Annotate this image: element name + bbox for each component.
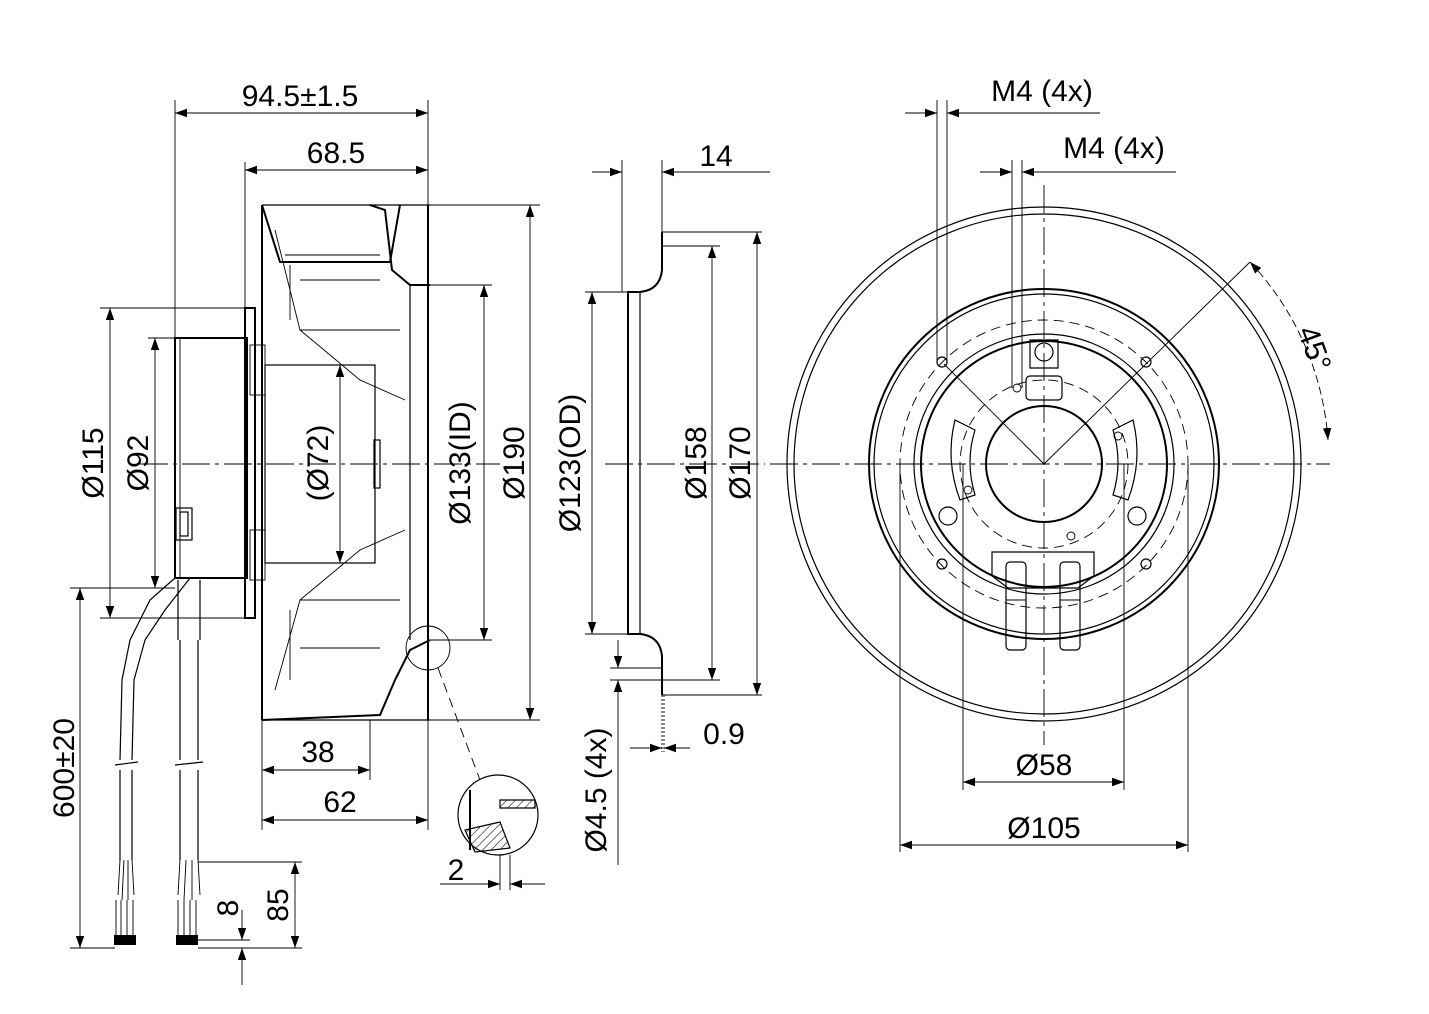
dim-dia-123-od: Ø123(OD) <box>554 394 587 532</box>
extension-lines <box>70 100 540 949</box>
dim-dia-92: Ø92 <box>122 435 155 492</box>
dim-overall-length: 94.5±1.5 <box>242 80 359 113</box>
dim-dia-72: (Ø72) <box>302 425 335 502</box>
dim-strip-85: 85 <box>262 888 295 921</box>
dim-motor-length: 68.5 <box>307 137 365 170</box>
dim-cable-length: 600±20 <box>48 718 81 818</box>
motor-housing <box>174 307 266 619</box>
inlet-ring-view: 14 Ø123(OD) Ø158 Ø170 0.9 Ø4.5 (4x) <box>554 140 770 865</box>
dim-dia-158: Ø158 <box>680 426 713 499</box>
ring-dimension-lines <box>587 167 770 865</box>
dim-thickness-14: 14 <box>699 140 732 173</box>
front-extension-lines <box>899 100 1189 852</box>
dim-dia-170: Ø170 <box>724 426 757 499</box>
dim-dia-58: Ø58 <box>1016 749 1073 782</box>
dimension-lines <box>75 108 545 985</box>
impeller-profile <box>261 204 431 721</box>
detail-callout <box>405 625 539 856</box>
dim-sheet-0-9: 0.9 <box>703 718 745 751</box>
dim-angle-45: 45° <box>1291 322 1338 376</box>
dim-strip-8: 8 <box>212 900 245 917</box>
front-view: M4 (4x) M4 (4x) 45° Ø58 Ø105 <box>770 75 1337 852</box>
dim-m4-top: M4 (4x) <box>991 75 1093 108</box>
mount-holes <box>936 342 1152 570</box>
cable-bundle <box>114 577 204 945</box>
dim-dia-133-id: Ø133(ID) <box>444 401 477 524</box>
front-dimension-lines <box>900 108 1188 850</box>
dim-holes-4-5: Ø4.5 (4x) <box>580 727 613 852</box>
side-view: 94.5±1.5 68.5 Ø115 Ø92 (Ø72) Ø133(ID) Ø1… <box>48 80 545 985</box>
dim-dia-115: Ø115 <box>77 427 110 498</box>
dim-impeller-62: 62 <box>323 786 356 819</box>
dim-dia-190: Ø190 <box>498 426 531 499</box>
dim-dia-105: Ø105 <box>1007 812 1080 845</box>
dim-inlet-38: 38 <box>301 736 334 769</box>
dim-m4-inner: M4 (4x) <box>1063 132 1165 165</box>
dim-detail-2: 2 <box>448 854 465 887</box>
